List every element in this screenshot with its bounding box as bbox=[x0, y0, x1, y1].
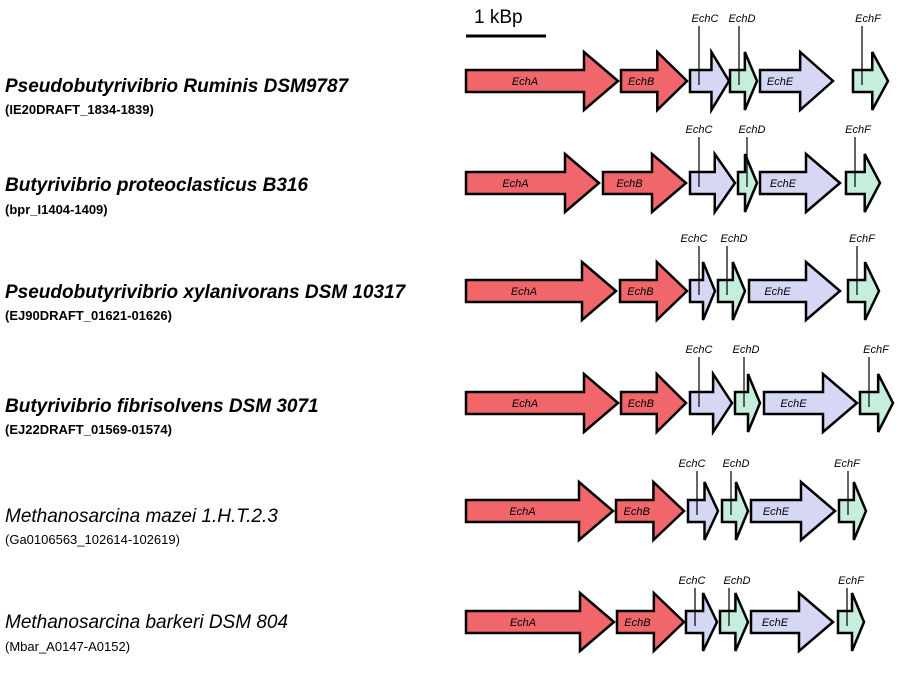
gene-arrow-echa bbox=[464, 259, 618, 323]
gene-label-echd: EchD bbox=[729, 13, 756, 25]
gene-label-echd: EchD bbox=[733, 344, 760, 356]
gene-arrow-echb bbox=[618, 259, 689, 323]
locus-range: (Mbar_A0147-A0152) bbox=[5, 639, 130, 654]
gene-label-echb: EchB bbox=[624, 506, 650, 518]
gene-label-eche: EchE bbox=[763, 506, 790, 518]
gene-arrow-echf bbox=[858, 373, 895, 433]
gene-arrow-echc bbox=[686, 481, 720, 541]
gene-arrow-echf bbox=[844, 153, 882, 213]
locus-range: (Ga0106563_102614-102619) bbox=[5, 532, 180, 547]
gene-arrow-echa bbox=[464, 590, 616, 654]
gene-label-echa: EchA bbox=[502, 178, 528, 190]
locus-range: (EJ22DRAFT_01569-01574) bbox=[5, 422, 172, 437]
operon-row: Methanosarcina barkeri DSM 804 (Mbar_A01… bbox=[5, 575, 866, 654]
gene-label-echc: EchC bbox=[692, 13, 719, 25]
gene-label-echc: EchC bbox=[686, 344, 713, 356]
gene-arrows: EchA EchB EchE EchC EchD EchF bbox=[464, 575, 866, 654]
gene-arrow-echf bbox=[837, 481, 868, 541]
gene-label-echc: EchC bbox=[681, 233, 708, 245]
operon-row: Methanosarcina mazei 1.H.T.2.3 (Ga010656… bbox=[5, 458, 868, 547]
gene-arrow-eche bbox=[762, 371, 859, 435]
gene-label-echf: EchF bbox=[838, 575, 865, 587]
gene-label-echb: EchB bbox=[624, 617, 650, 629]
locus-range: (bpr_I1404-1409) bbox=[5, 202, 108, 217]
operon-row: Pseudobutyrivibrio xylanivorans DSM 1031… bbox=[5, 233, 881, 323]
gene-label-echf: EchF bbox=[863, 344, 890, 356]
gene-label-echa: EchA bbox=[511, 286, 537, 298]
gene-arrows: EchA EchB EchE EchC EchD EchF bbox=[464, 13, 890, 115]
locus-range: (EJ90DRAFT_01621-01626) bbox=[5, 308, 172, 323]
gene-arrow-echb bbox=[619, 371, 688, 435]
gene-label-echd: EchD bbox=[723, 458, 750, 470]
gene-arrow-echf bbox=[851, 51, 890, 111]
gene-arrow-echa bbox=[464, 479, 615, 543]
organism-name: Methanosarcina barkeri DSM 804 bbox=[5, 612, 288, 633]
gene-arrow-echb bbox=[619, 49, 689, 113]
gene-label-echc: EchC bbox=[686, 124, 713, 136]
gene-label-echb: EchB bbox=[616, 178, 642, 190]
gene-label-echa: EchA bbox=[509, 506, 535, 518]
gene-arrow-echd bbox=[728, 51, 759, 111]
gene-label-echc: EchC bbox=[679, 575, 706, 587]
gene-arrow-eche bbox=[758, 151, 842, 215]
gene-arrow-eche bbox=[747, 259, 842, 323]
organism-name: Butyrivibrio proteoclasticus B316 bbox=[5, 175, 308, 196]
operon-row: Pseudobutyrivibrio Ruminis DSM9787 (IE20… bbox=[5, 13, 890, 117]
organism-name: Butyrivibrio fibrisolvens DSM 3071 bbox=[5, 396, 319, 417]
gene-label-eche: EchE bbox=[767, 76, 794, 88]
gene-label-eche: EchE bbox=[780, 398, 807, 410]
gene-arrow-echc bbox=[688, 369, 734, 437]
gene-arrow-echd bbox=[733, 373, 762, 433]
gene-arrows: EchA EchB EchE EchC EchD EchF bbox=[464, 124, 882, 216]
gene-arrow-echf bbox=[836, 592, 866, 652]
gene-arrow-echa bbox=[464, 49, 620, 113]
gene-label-eche: EchE bbox=[770, 178, 797, 190]
gene-arrow-echd bbox=[718, 592, 750, 652]
organism-name: Pseudobutyrivibrio Ruminis DSM9787 bbox=[5, 76, 350, 97]
gene-arrow-echc bbox=[684, 592, 719, 652]
gene-arrow-eche bbox=[758, 49, 835, 113]
gene-label-echb: EchB bbox=[628, 76, 654, 88]
gene-label-echf: EchF bbox=[849, 233, 876, 245]
gene-arrow-echf bbox=[846, 261, 881, 321]
gene-arrow-echa bbox=[464, 151, 601, 215]
organism-name: Pseudobutyrivibrio xylanivorans DSM 1031… bbox=[5, 282, 407, 303]
gene-label-eche: EchE bbox=[764, 286, 791, 298]
scale-bar: 1 kBp bbox=[466, 7, 546, 38]
operon-row: Butyrivibrio fibrisolvens DSM 3071 (EJ22… bbox=[5, 344, 895, 437]
gene-arrow-echc bbox=[688, 261, 717, 321]
gene-label-echd: EchD bbox=[739, 124, 766, 136]
gene-label-echa: EchA bbox=[510, 617, 536, 629]
gene-arrow-echd bbox=[716, 261, 747, 321]
gene-label-echb: EchB bbox=[628, 398, 654, 410]
gene-arrows: EchA EchB EchE EchC EchD EchF bbox=[464, 233, 881, 323]
gene-label-eche: EchE bbox=[762, 617, 789, 629]
gene-arrow-echb bbox=[614, 479, 686, 543]
operon-row: Butyrivibrio proteoclasticus B316 (bpr_I… bbox=[5, 124, 882, 217]
gene-arrows: EchA EchB EchE EchC EchD EchF bbox=[464, 458, 868, 543]
gene-label-echa: EchA bbox=[512, 398, 538, 410]
gene-label-echf: EchF bbox=[845, 124, 872, 136]
locus-range: (IE20DRAFT_1834-1839) bbox=[5, 102, 154, 117]
gene-label-echc: EchC bbox=[679, 458, 706, 470]
gene-arrow-echa bbox=[464, 371, 620, 435]
gene-label-echf: EchF bbox=[855, 13, 882, 25]
gene-arrow-echc bbox=[688, 47, 731, 115]
gene-arrow-echb bbox=[601, 151, 688, 215]
gene-label-echb: EchB bbox=[627, 286, 653, 298]
gene-arrows: EchA EchB EchE EchC EchD EchF bbox=[464, 344, 895, 437]
gene-arrow-echd bbox=[720, 481, 750, 541]
gene-label-echd: EchD bbox=[721, 233, 748, 245]
gene-label-echf: EchF bbox=[834, 458, 861, 470]
gene-arrow-echb bbox=[615, 590, 686, 654]
gene-label-echd: EchD bbox=[724, 575, 751, 587]
gene-arrow-eche bbox=[749, 479, 837, 543]
scale-bar-label: 1 kBp bbox=[474, 7, 523, 28]
gene-arrow-echc bbox=[688, 150, 737, 216]
gene-arrow-eche bbox=[749, 590, 835, 654]
gene-label-echa: EchA bbox=[512, 76, 538, 88]
organism-name: Methanosarcina mazei 1.H.T.2.3 bbox=[5, 506, 278, 527]
